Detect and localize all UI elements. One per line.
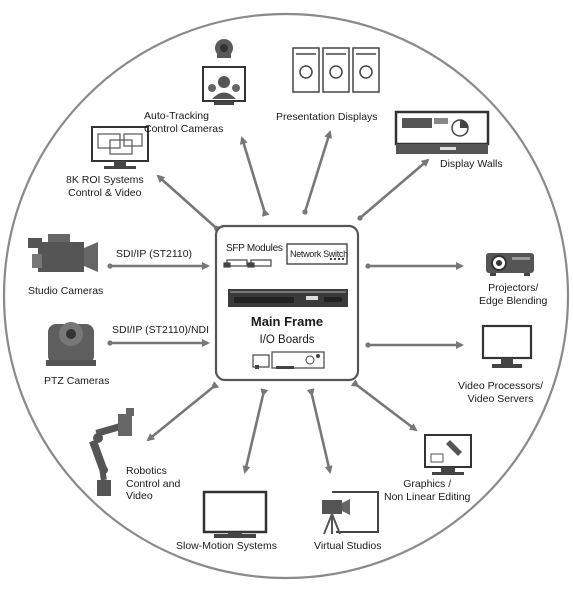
network-switch-label: Network Switch	[290, 249, 348, 259]
arrow-virtual-studios	[306, 388, 333, 474]
outer-circle	[2, 12, 570, 580]
auto-tracking-camera-icon	[202, 39, 246, 105]
display-walls-icon	[394, 110, 490, 154]
slow-motion-monitor-icon	[202, 490, 268, 538]
label-slow-motion: Slow-Motion Systems	[176, 540, 277, 552]
ptz-camera-icon	[46, 322, 96, 366]
studio-camera-icon	[28, 234, 98, 272]
video-processor-icon	[481, 324, 533, 368]
label-presentation-displays: Presentation Displays	[276, 111, 378, 123]
label-video-processors: Video Processors/Video Servers	[458, 380, 544, 405]
virtual-studios-icon	[322, 491, 379, 535]
io-boards-icon	[252, 351, 325, 369]
edge-label-studio: SDI/IP (ST2110)	[116, 248, 193, 260]
label-display-walls: Display Walls	[440, 158, 503, 170]
sfp-modules-label: SFP Modules	[226, 243, 283, 254]
arrow-8k-roi	[156, 174, 222, 233]
io-boards-label: I/O Boards	[259, 334, 315, 346]
main-frame-icon	[228, 289, 348, 307]
edge-label-ptz: SDI/IP (ST2110)/NDI	[112, 324, 210, 336]
arrow-presentation	[302, 130, 333, 215]
presentation-displays-icon	[292, 47, 380, 93]
8k-roi-systems-icon	[91, 126, 149, 169]
sfp-modules-icon	[223, 259, 272, 268]
network-switch-icon	[286, 243, 348, 265]
main-frame-label: Main Frame	[250, 314, 324, 329]
label-virtual-studios: Virtual Studios	[314, 540, 382, 552]
robotics-arm-icon	[89, 408, 134, 496]
arrow-slow-motion	[242, 388, 269, 474]
arrow-graphics	[350, 379, 418, 432]
graphics-nle-icon	[424, 434, 472, 475]
label-ptz-cameras: PTZ Cameras	[44, 375, 110, 387]
arrow-auto-tracking	[239, 136, 270, 217]
arrow-robotics	[146, 381, 220, 442]
label-studio-cameras: Studio Cameras	[28, 285, 104, 297]
arrow-display-walls	[357, 158, 430, 221]
label-graphics: Graphics /Non Linear Editing	[384, 478, 471, 503]
projector-icon	[486, 253, 534, 276]
label-projectors: Projectors/Edge Blending	[479, 282, 548, 307]
connectors	[107, 130, 464, 474]
